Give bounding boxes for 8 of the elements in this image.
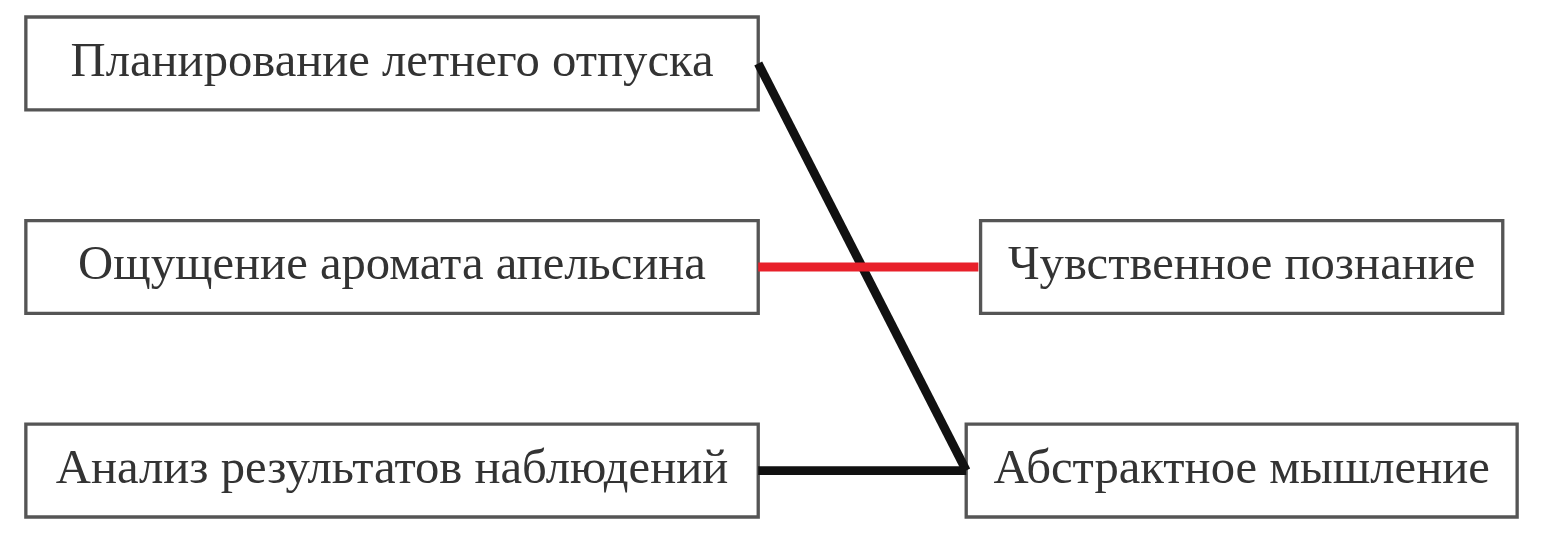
- node-box: Чувственное познание: [978, 218, 1505, 316]
- node-box: Абстрактное мышление: [964, 422, 1519, 519]
- connector: [758, 466, 967, 475]
- connector: [758, 262, 979, 272]
- node-box: Ощущение аромата апельсина: [24, 218, 760, 316]
- node-box: Планирование летнего отпуска: [24, 15, 760, 112]
- connector: [754, 61, 971, 473]
- node-box: Анализ результатов наблюдений: [24, 422, 760, 519]
